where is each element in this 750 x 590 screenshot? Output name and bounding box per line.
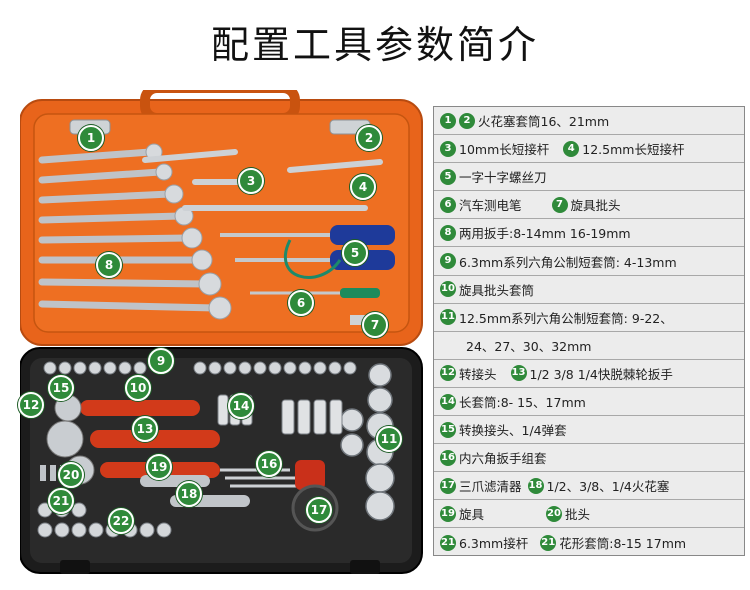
spec-row: 14 长套筒:8- 15、17mm bbox=[434, 388, 744, 417]
spec-row: 9 6.3mm系列六角公制短套筒: 4-13mm bbox=[434, 248, 744, 276]
spec-text: 汽车测电笔 bbox=[459, 198, 522, 214]
spec-number: 12 bbox=[440, 365, 456, 382]
marker-7: 7 bbox=[362, 312, 388, 338]
spec-number: 6 bbox=[440, 196, 456, 213]
spec-text: 12.5mm系列六角公制短套筒: 9-22、 bbox=[459, 310, 673, 326]
spec-text: 长套筒:8- 15、17mm bbox=[459, 395, 586, 411]
marker-21: 21 bbox=[48, 488, 74, 514]
spec-number: 10 bbox=[440, 281, 456, 298]
spec-row: 21 6.3mm接杆 21 花形套筒:8-15 17mm bbox=[434, 529, 744, 557]
marker-2: 2 bbox=[356, 125, 382, 151]
spec-text: 1/2、3/8、1/4火花塞 bbox=[546, 479, 670, 495]
spec-number: 7 bbox=[551, 196, 568, 213]
toolkit-image: 1 2 3 4 5 6 7 8 9 15 10 12 14 13 11 16 1… bbox=[18, 83, 425, 580]
marker-13: 13 bbox=[132, 416, 158, 442]
spec-number: 1 bbox=[440, 112, 456, 129]
spec-text: 10mm长短接杆 bbox=[459, 142, 550, 158]
spec-row: 17 三爪滤清器 18 1/2、3/8、1/4火花塞 bbox=[434, 472, 744, 501]
spec-number: 21 bbox=[440, 534, 456, 551]
spec-number: 18 bbox=[527, 477, 544, 494]
marker-6: 6 bbox=[288, 290, 314, 316]
spec-row: 1 2 火花塞套筒16、21mm bbox=[434, 107, 744, 136]
spec-text: 三爪滤清器 bbox=[459, 479, 522, 495]
spec-number: 4 bbox=[563, 140, 580, 157]
spec-number: 21 bbox=[540, 534, 557, 551]
spec-text: 24、27、30、32mm bbox=[466, 338, 592, 354]
marker-9: 9 bbox=[148, 348, 174, 374]
marker-11: 11 bbox=[376, 426, 402, 452]
page-title: 配置工具参数简介 bbox=[210, 23, 539, 67]
spec-row: 5 一字十字螺丝刀 bbox=[434, 163, 744, 192]
spec-row: 6 汽车测电笔 7 旋具批头 bbox=[434, 191, 744, 220]
marker-22: 22 bbox=[108, 508, 134, 534]
spec-number: 16 bbox=[440, 449, 456, 466]
spec-text: 内六角扳手组套 bbox=[459, 451, 547, 467]
spec-text: 旋具 bbox=[459, 507, 485, 523]
marker-15: 15 bbox=[48, 375, 74, 401]
spec-text: 花形套筒:8-15 17mm bbox=[559, 536, 687, 552]
spec-text: 一字十字螺丝刀 bbox=[459, 170, 547, 186]
spec-row: 10 旋具批头套筒 bbox=[434, 276, 744, 304]
spec-number: 5 bbox=[440, 168, 456, 185]
spec-text: 6.3mm系列六角公制短套筒: 4-13mm bbox=[459, 254, 677, 270]
spec-number: 3 bbox=[440, 140, 456, 157]
marker-5: 5 bbox=[342, 240, 368, 266]
toolkit-illustration bbox=[19, 83, 423, 574]
marker-4: 4 bbox=[350, 174, 376, 200]
spec-text: 12.5mm长短接杆 bbox=[582, 142, 685, 158]
spec-number: 15 bbox=[440, 421, 456, 438]
spec-number: 9 bbox=[440, 253, 456, 270]
marker-18: 18 bbox=[176, 481, 202, 507]
spec-text: 火花塞套筒16、21mm bbox=[478, 114, 610, 130]
spec-number: 19 bbox=[440, 505, 456, 522]
spec-number: 13 bbox=[510, 365, 527, 382]
spec-text: 6.3mm接杆 bbox=[459, 536, 529, 552]
spec-number: 17 bbox=[440, 477, 456, 494]
spec-number: 20 bbox=[546, 505, 563, 522]
marker-1: 1 bbox=[78, 125, 104, 151]
spec-text: 转接头 bbox=[459, 366, 497, 382]
spec-table: 1 2 火花塞套筒16、21mm 3 10mm长短接杆 4 12.5mm长短接杆… bbox=[433, 106, 745, 556]
spec-text: 转换接头、1/4弹套 bbox=[459, 423, 567, 439]
spec-number: 8 bbox=[440, 224, 456, 241]
spec-row: 16 内六角扳手组套 bbox=[434, 444, 744, 473]
marker-19: 19 bbox=[146, 454, 172, 480]
spec-row: 8 两用扳手:8-14mm 16-19mm bbox=[434, 219, 744, 248]
marker-8: 8 bbox=[96, 252, 122, 278]
spec-text: 批头 bbox=[565, 507, 591, 523]
spec-number: 11 bbox=[440, 309, 456, 326]
spec-row: 15 转换接头、1/4弹套 bbox=[434, 416, 744, 445]
spec-text: 1/2 3/8 1/4快脱棘轮扳手 bbox=[529, 366, 673, 382]
spec-number: 2 bbox=[459, 112, 475, 129]
marker-14: 14 bbox=[228, 393, 254, 419]
marker-20: 20 bbox=[58, 462, 84, 488]
marker-16: 16 bbox=[256, 451, 282, 477]
spec-row: 19 旋具 20 批头 bbox=[434, 500, 744, 529]
marker-3: 3 bbox=[238, 168, 264, 194]
spec-text: 旋具批头 bbox=[570, 198, 621, 214]
spec-row: 24、27、30、32mm bbox=[434, 332, 744, 360]
spec-number: 14 bbox=[440, 393, 456, 410]
marker-17: 17 bbox=[306, 497, 332, 523]
marker-12: 12 bbox=[18, 392, 44, 418]
marker-10: 10 bbox=[125, 375, 151, 401]
spec-row: 12 转接头 13 1/2 3/8 1/4快脱棘轮扳手 bbox=[434, 360, 744, 388]
spec-row: 3 10mm长短接杆 4 12.5mm长短接杆 bbox=[434, 135, 744, 164]
spec-text: 旋具批头套筒 bbox=[459, 282, 535, 298]
spec-text: 两用扳手:8-14mm 16-19mm bbox=[459, 226, 631, 242]
spec-row: 11 12.5mm系列六角公制短套筒: 9-22、 bbox=[434, 304, 744, 332]
